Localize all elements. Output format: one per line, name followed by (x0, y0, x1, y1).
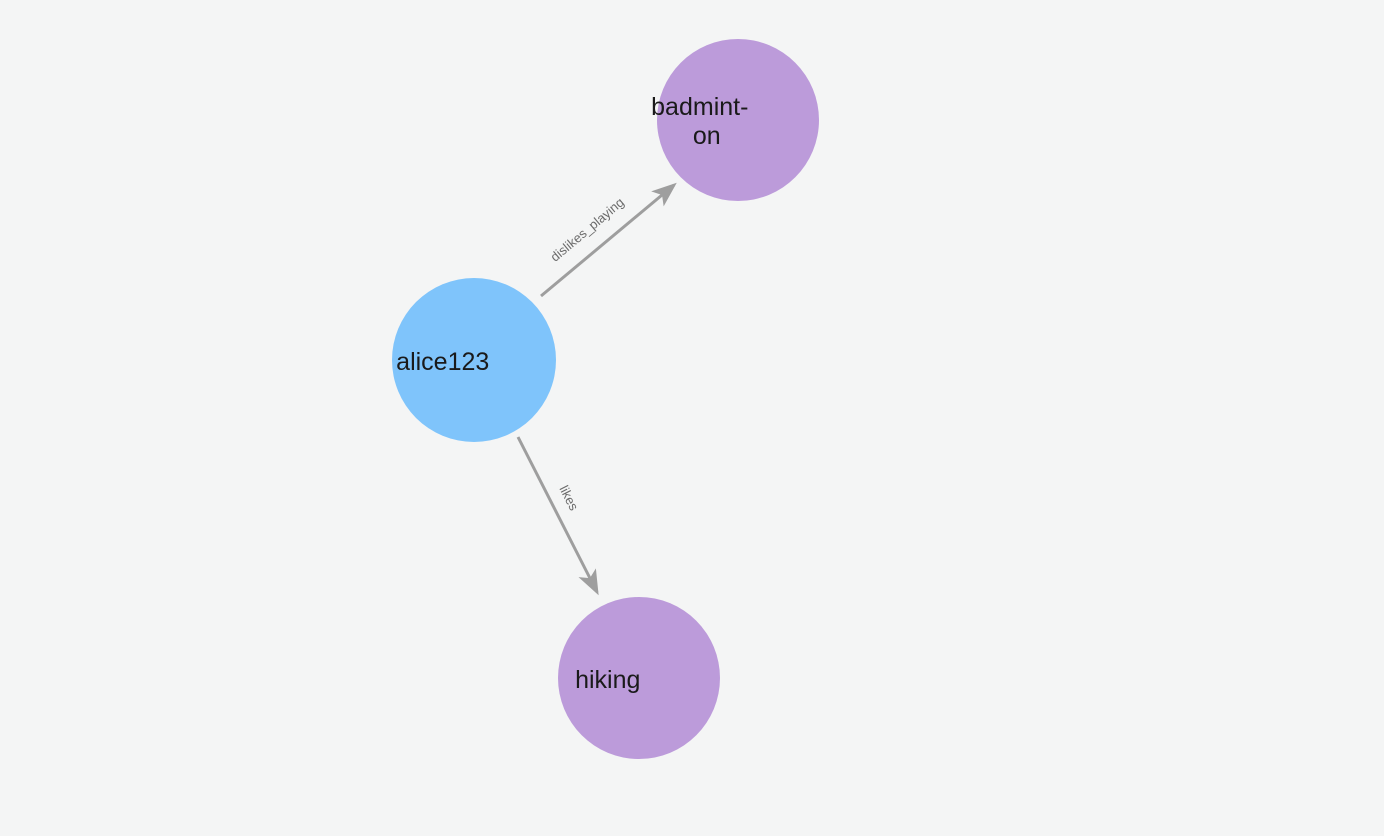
nodes-layer: badmint- on alice123 hiking (392, 39, 825, 759)
edge-likes-label: likes (556, 483, 581, 513)
node-alice123-circle[interactable] (392, 278, 556, 442)
node-badminton-circle[interactable] (657, 39, 819, 201)
node-hiking-circle[interactable] (558, 597, 720, 759)
node-alice123[interactable]: alice123 (392, 278, 556, 442)
edge-likes-line[interactable] (516, 436, 599, 596)
edge-dislikes-playing-label: dislikes_playing (547, 195, 626, 265)
edge-dislikes-playing-line[interactable] (540, 182, 677, 298)
edge-dislikes-playing[interactable]: dislikes_playing (540, 182, 677, 298)
node-badminton[interactable]: badmint- on (651, 39, 825, 201)
edge-likes[interactable]: likes (516, 436, 599, 596)
node-hiking[interactable]: hiking (558, 597, 720, 759)
